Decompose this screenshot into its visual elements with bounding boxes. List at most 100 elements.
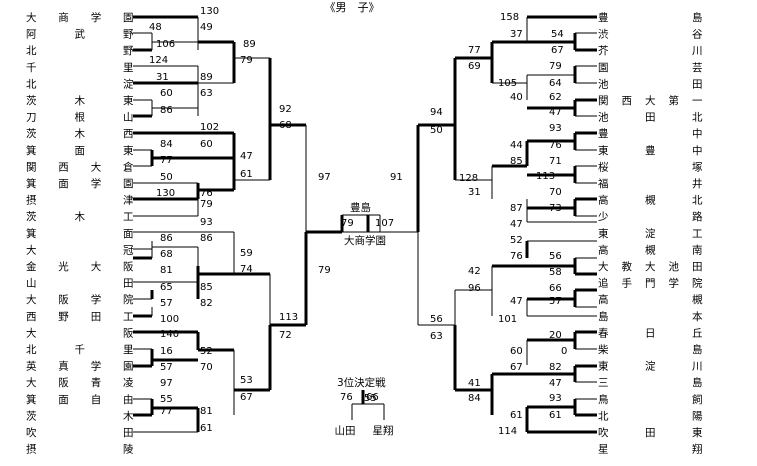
score-left: 113 [279, 312, 298, 323]
team-name-right: 島本 [598, 310, 703, 323]
team-name-right: 鳥飼 [598, 393, 703, 406]
bracket-title: 《男 子》 [325, 1, 380, 14]
score-right: 37 [510, 29, 523, 40]
team-name-right: 柴島 [598, 343, 703, 356]
score-right: 93 [549, 393, 562, 404]
team-name-left: 箕面自由 [26, 393, 134, 406]
team-name-right: 少路 [598, 210, 703, 223]
team-name-right: 池田北 [598, 111, 703, 124]
score-right: 47 [549, 378, 562, 389]
score-left: 67 [240, 392, 253, 403]
score-left: 50 [160, 172, 173, 183]
score-left: 82 [200, 298, 213, 309]
score-left: 81 [160, 265, 173, 276]
team-name-right: 東豊中 [598, 144, 703, 157]
score-left: 92 [279, 104, 292, 115]
score-right: 77 [468, 45, 481, 56]
team-name-left: 大阪学院 [26, 293, 134, 306]
team-name-left: 大冠 [26, 243, 134, 256]
score-left: 130 [200, 6, 219, 17]
team-name-right: 星翔 [598, 443, 703, 456]
score-left: 60 [200, 139, 213, 150]
score-right: 42 [468, 266, 481, 277]
score-right: 67 [510, 362, 523, 373]
third-place-score-left: 76 [340, 392, 353, 403]
score-left: 59 [240, 248, 253, 259]
score-left: 102 [200, 122, 219, 133]
score-right: 54 [551, 29, 564, 40]
score-right: 62 [549, 92, 562, 103]
final-score-right: 107 [375, 218, 394, 229]
score-right: 63 [430, 331, 443, 342]
team-name-right: 渋谷 [598, 28, 703, 41]
score-right: 76 [549, 140, 562, 151]
team-name-left: 茨木 [26, 409, 134, 422]
score-right: 66 [549, 283, 562, 294]
team-name-left: 茨木工 [26, 210, 134, 223]
score-left: 49 [200, 22, 213, 33]
team-name-right: 関西大第一 [598, 94, 703, 107]
score-left: 63 [200, 88, 213, 99]
team-name-left: 山田 [26, 278, 134, 290]
score-left: 68 [279, 120, 292, 131]
third-place-team-left: 山田 [335, 425, 356, 437]
team-name-right: 豊中 [598, 127, 703, 140]
team-name-left: 大阪青凌 [26, 376, 134, 389]
score-right: 67 [551, 45, 564, 56]
score-right: 105 [498, 78, 517, 89]
score-left: 79 [200, 199, 213, 210]
team-name-left: 千里 [26, 62, 134, 74]
score-right: 158 [500, 12, 519, 23]
score-right: 84 [468, 393, 481, 404]
score-left: 57 [160, 298, 173, 309]
team-name-left: 箕面東 [26, 144, 134, 157]
score-left: 106 [156, 39, 175, 50]
score-left: 86 [160, 233, 173, 244]
score-right: 85 [510, 156, 523, 167]
team-name-left: 英真学園 [26, 360, 134, 373]
score-right: 61 [510, 410, 523, 421]
score-left: 47 [240, 151, 253, 162]
score-right: 69 [468, 61, 481, 72]
team-name-left: 関西大倉 [26, 160, 134, 173]
score-left: 65 [160, 282, 173, 293]
score-right: 55 [364, 393, 377, 404]
team-name-right: 大教大池田 [598, 260, 703, 273]
score-left: 130 [156, 188, 175, 199]
score-left: 16 [160, 346, 173, 357]
score-right: 94 [430, 107, 443, 118]
team-name-right: 吹田東 [598, 426, 703, 439]
score-left: 89 [243, 39, 256, 50]
team-name-left: 大商学園 [26, 11, 134, 24]
score-left: 52 [200, 346, 213, 357]
score-left: 57 [160, 362, 173, 373]
score-left: 77 [160, 406, 173, 417]
score-left: 140 [160, 329, 179, 340]
third-place-score-right: 66 [366, 392, 379, 403]
team-name-left: 阿武野 [26, 28, 134, 41]
score-left: 124 [149, 55, 168, 66]
score-right: 44 [510, 140, 523, 151]
score-right: 87 [510, 203, 523, 214]
score-left: 100 [160, 314, 179, 325]
score-right: 41 [468, 378, 481, 389]
final-champion: 豊島 [350, 201, 371, 214]
score-left: 31 [156, 72, 169, 83]
team-name-right: 春日丘 [598, 327, 703, 339]
score-right: 96 [468, 283, 481, 294]
semi-score-right: 91 [390, 172, 403, 183]
score-left: 48 [149, 22, 162, 33]
score-left: 84 [160, 139, 173, 150]
score-right: 20 [549, 330, 562, 341]
team-name-right: 芥川 [598, 45, 703, 57]
score-left: 55 [160, 394, 173, 405]
team-name-right: 北陽 [598, 410, 703, 422]
score-left: 86 [160, 105, 173, 116]
team-name-left: 茨木西 [26, 127, 134, 140]
score-right: 61 [549, 410, 562, 421]
team-name-left: 箕面 [26, 227, 134, 240]
score-right: 60 [510, 346, 523, 357]
team-name-left: 摂津 [26, 194, 134, 207]
team-name-right: 桜塚 [598, 160, 703, 173]
team-name-right: 東淀工 [598, 227, 703, 240]
